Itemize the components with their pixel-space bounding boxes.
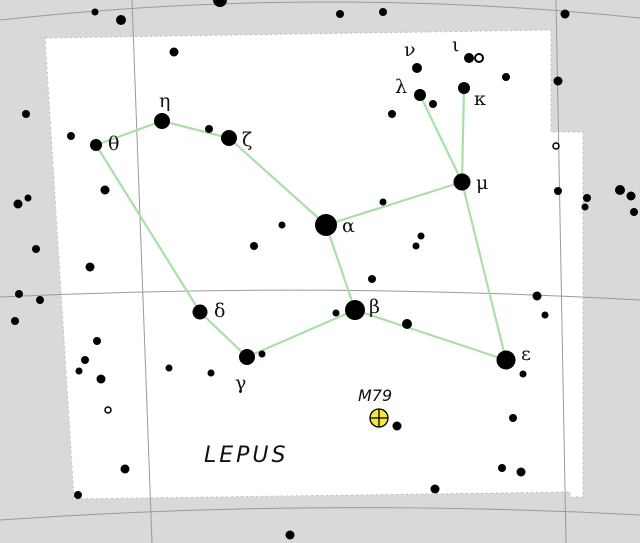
- field-star: [412, 242, 420, 250]
- field-star: [392, 421, 402, 431]
- field-star: [258, 350, 266, 358]
- star-delta: [192, 304, 208, 320]
- star-labels: α β γ δ ε ζ η θ ι κ λ μ ν M79 LEPUS: [108, 34, 531, 468]
- field-star: [67, 132, 75, 140]
- label-theta: θ: [108, 133, 119, 155]
- field-star: [120, 464, 130, 474]
- field-star: [581, 203, 589, 211]
- field-star: [630, 208, 638, 216]
- star-epsilon: [496, 350, 516, 370]
- field-star: [532, 291, 542, 301]
- label-beta: β: [369, 296, 380, 318]
- star-beta: [345, 300, 365, 320]
- star-gamma: [239, 349, 255, 365]
- stars: [11, 0, 638, 540]
- field-star: [336, 10, 344, 18]
- field-star: [24, 194, 32, 202]
- field-star: [541, 311, 549, 319]
- field-star: [379, 198, 387, 206]
- star-lambda: [414, 89, 426, 101]
- field-star: [583, 194, 591, 202]
- field-star: [13, 199, 23, 209]
- boundary-outline: [44, 29, 584, 500]
- star-iota: [464, 53, 474, 63]
- field-star: [213, 0, 227, 7]
- field-star: [615, 185, 625, 195]
- field-star-hollow: [552, 142, 560, 150]
- field-star: [15, 290, 23, 298]
- field-star: [502, 73, 510, 81]
- field-star: [32, 245, 40, 253]
- field-star-hollow: [104, 406, 112, 414]
- constellation-name: LEPUS: [204, 443, 289, 468]
- field-star: [205, 125, 213, 133]
- label-m79: M79: [358, 386, 392, 405]
- label-nu: ν: [404, 39, 416, 61]
- field-star: [91, 8, 99, 16]
- field-star: [116, 15, 126, 25]
- field-star: [626, 191, 636, 201]
- field-star: [516, 467, 526, 477]
- star-nu: [412, 63, 422, 73]
- star-theta: [90, 139, 102, 151]
- field-star: [100, 185, 110, 195]
- field-star: [75, 367, 83, 375]
- field-star: [417, 232, 425, 240]
- field-star: [332, 309, 340, 317]
- field-star: [402, 319, 412, 329]
- field-star: [368, 275, 376, 283]
- field-star: [93, 337, 101, 345]
- constellation-boundary: [45, 30, 583, 499]
- field-star: [165, 364, 173, 372]
- field-star: [430, 484, 440, 494]
- field-star: [554, 187, 562, 195]
- field-star: [207, 369, 215, 377]
- field-star: [85, 262, 95, 272]
- field-star: [560, 9, 570, 19]
- label-epsilon: ε: [521, 343, 531, 365]
- field-star: [509, 414, 517, 422]
- star-iota-companion: [474, 53, 484, 63]
- field-star: [11, 317, 19, 325]
- constellation-lines: [94, 86, 508, 362]
- field-star: [285, 530, 295, 540]
- field-star: [553, 76, 563, 86]
- field-star: [278, 221, 286, 229]
- field-star: [388, 110, 396, 118]
- field-star: [250, 242, 258, 250]
- field-star: [74, 491, 82, 499]
- star-zeta: [221, 130, 237, 146]
- label-gamma: γ: [235, 372, 246, 394]
- label-eta: η: [159, 90, 170, 112]
- star-eta: [154, 113, 170, 129]
- globular-cluster-icon: [369, 408, 389, 428]
- star-alpha: [315, 214, 337, 236]
- star-kappa: [458, 82, 470, 94]
- field-star: [169, 47, 179, 57]
- field-star: [498, 464, 506, 472]
- label-kappa: κ: [474, 88, 486, 110]
- label-iota: ι: [452, 34, 459, 56]
- field-star: [22, 110, 30, 118]
- label-zeta: ζ: [242, 129, 252, 151]
- label-alpha: α: [342, 215, 355, 237]
- field-star: [519, 370, 527, 378]
- field-star: [429, 100, 437, 108]
- field-star: [379, 8, 387, 16]
- field-star: [81, 356, 89, 364]
- field-star: [96, 374, 106, 384]
- field-star: [36, 296, 44, 304]
- label-mu: μ: [476, 172, 488, 194]
- label-lambda: λ: [395, 76, 407, 98]
- star-mu: [453, 173, 471, 191]
- label-delta: δ: [214, 300, 225, 322]
